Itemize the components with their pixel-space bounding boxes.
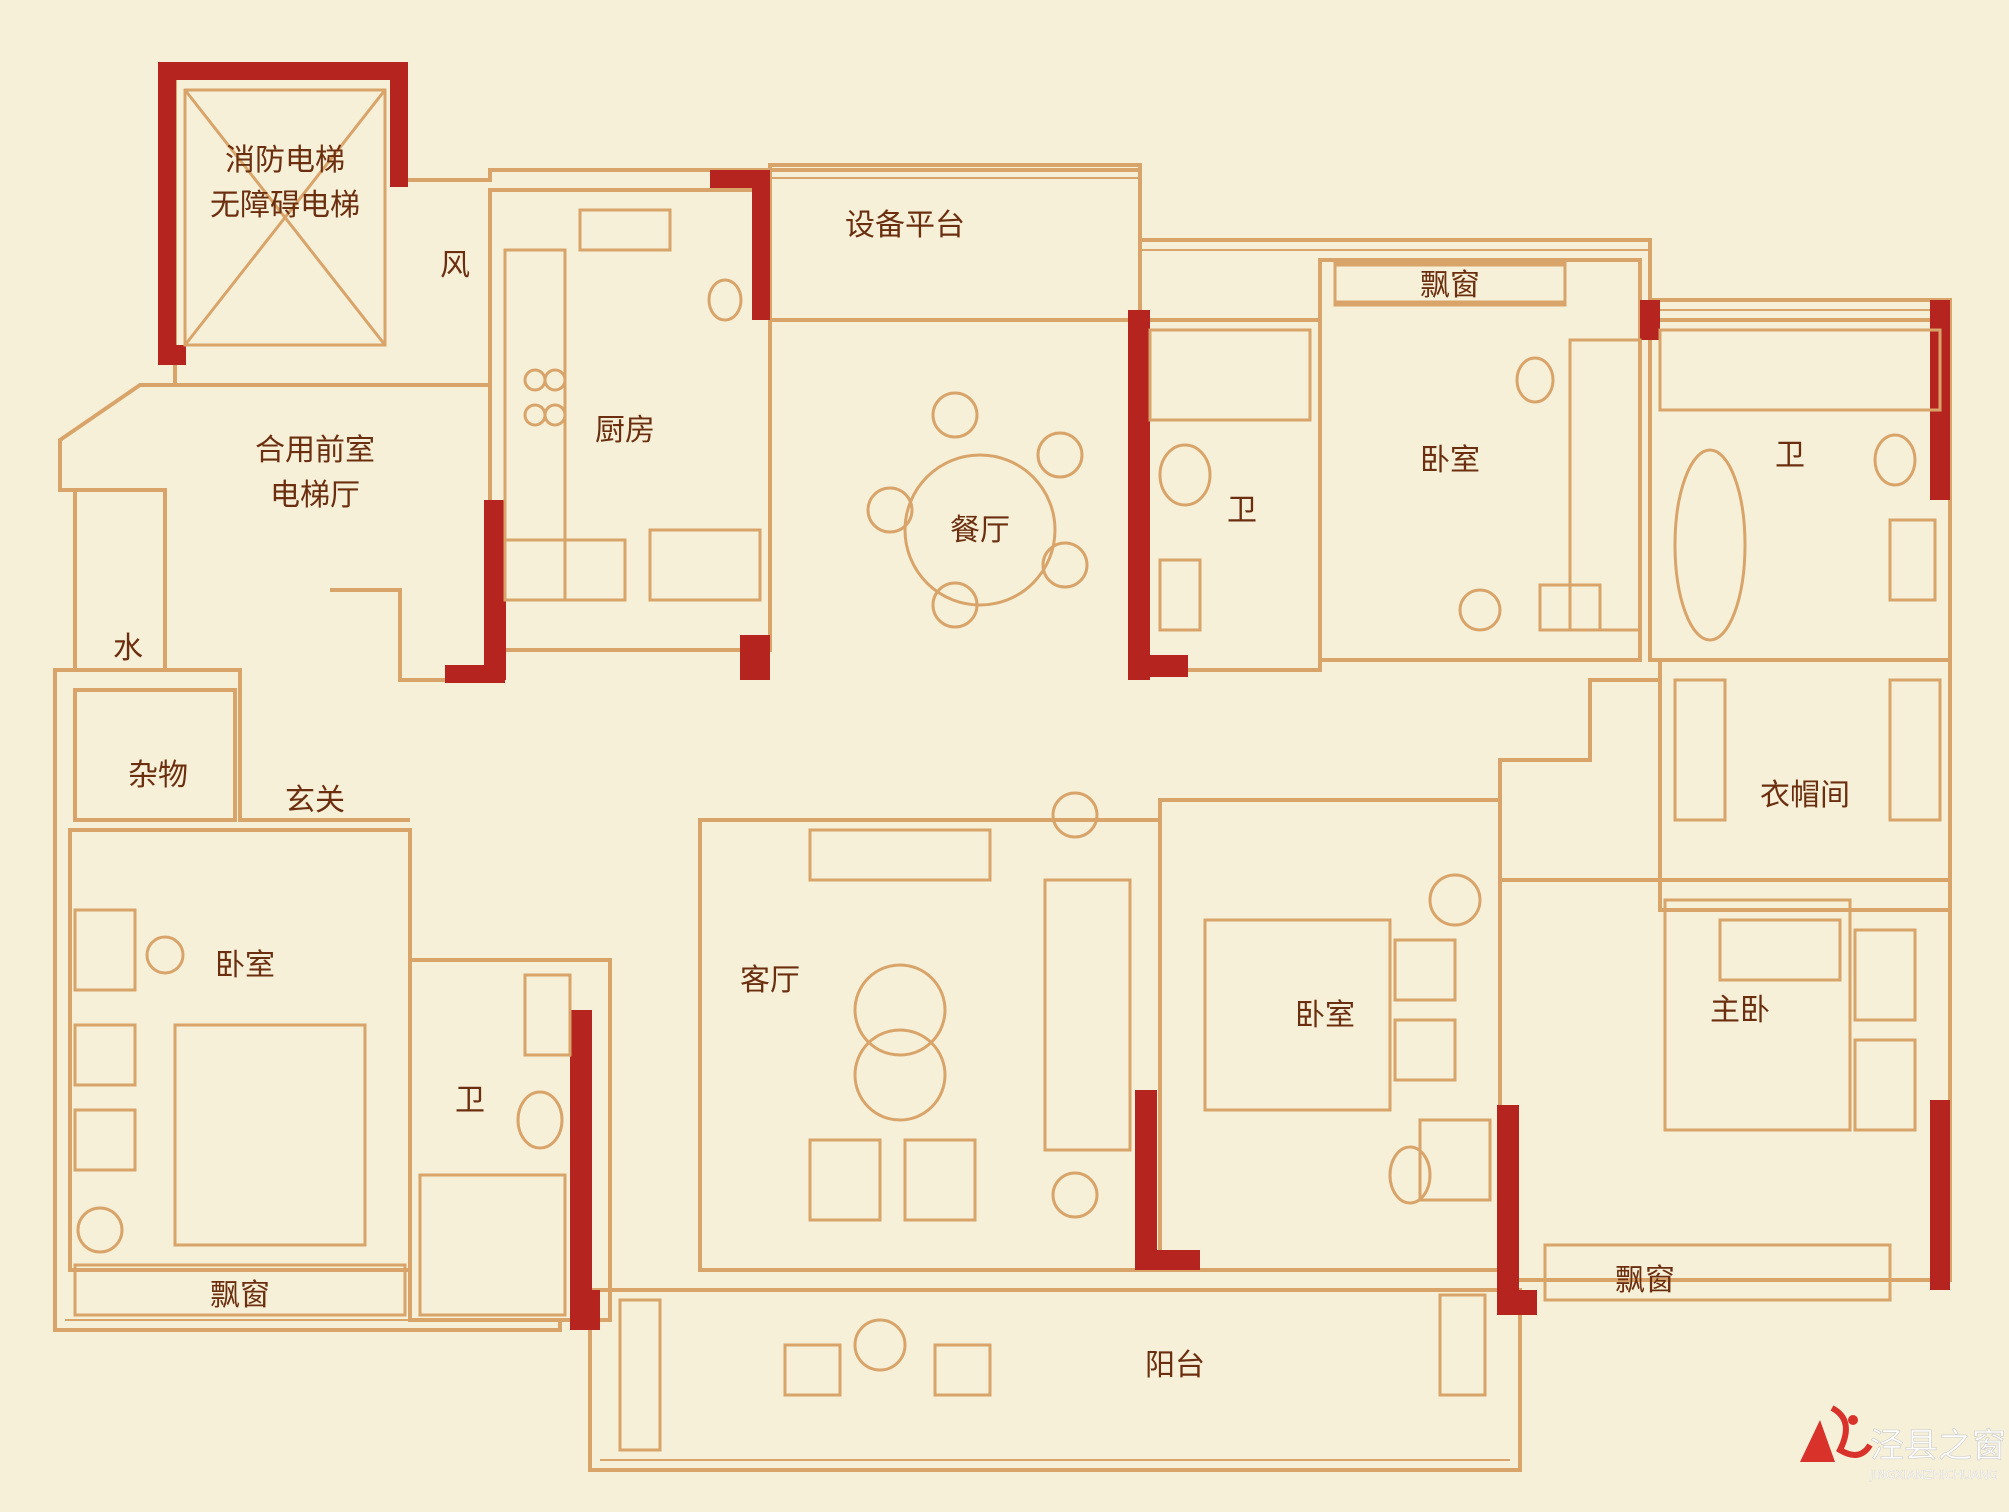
label-bedroom-left: 卧室 [215,948,275,983]
window-lines [65,177,1940,1461]
label-bay-window-left: 飘窗 [210,1278,270,1313]
bay-window-right-box [1543,1243,1892,1302]
bedroom-top-furniture [1333,263,1642,632]
label-shared-lobby: 合用前室 [255,433,375,468]
label-cloakroom: 衣帽间 [1760,778,1850,813]
stylized-window-logo-icon [1800,1405,1873,1462]
label-bath-center: 卫 [1227,493,1257,528]
label-bay-window-right: 飘窗 [1615,1263,1675,1298]
balcony-chairs [618,1293,1487,1452]
living-furniture [808,791,1132,1222]
watermark: 泾县之窗 JINGXIANZHICHUANG [1800,1405,2006,1482]
bay-window-top-box [1333,260,1567,304]
label-equipment-platform: 设备平台 [845,208,965,243]
watermark-pinyin: JINGXIANZHICHUANG [1869,1468,1998,1482]
label-wind-shaft: 风 [440,248,470,283]
label-elevator-hall: 电梯厅 [270,478,360,513]
label-accessible-elevator: 无障碍电梯 [210,188,360,223]
label-bay-window-top: 飘窗 [1420,268,1480,303]
label-bath-right: 卫 [1775,438,1805,473]
label-bath-left: 卫 [455,1083,485,1118]
elevator-x [183,88,387,347]
bay-window-left-box [73,1263,407,1317]
label-entrance: 玄关 [285,783,345,818]
room-labels: 消防电梯 无障碍电梯 风 厨房 设备平台 合用前室 电梯厅 餐厅 卫 飘窗 卧室… [113,143,1850,1383]
label-bedroom-top: 卧室 [1420,443,1480,478]
watermark-name: 泾县之窗 [1870,1426,2006,1466]
label-kitchen: 厨房 [595,413,655,448]
middle-bed [1203,873,1492,1205]
label-water: 水 [113,631,143,666]
label-fire-elevator: 消防电梯 [225,143,345,178]
label-storage: 杂物 [128,758,188,793]
cloakroom-hangers [1673,678,1942,822]
label-master-bedroom: 主卧 [1710,993,1770,1028]
label-bedroom-middle: 卧室 [1295,998,1355,1033]
kitchen-counters [503,208,762,602]
label-living: 客厅 [740,963,800,998]
master-bed [1663,898,1917,1132]
furniture [73,88,1942,1452]
label-balcony: 阳台 [1145,1348,1205,1383]
wall-outlines [53,68,1952,1472]
bath-right-fixtures [1658,328,1942,642]
structural-walls [158,62,1950,1330]
bath-left-fixtures [418,973,572,1317]
left-bed [73,908,367,1254]
label-dining: 餐厅 [950,513,1010,548]
bath-center-fixtures [1148,328,1312,632]
dining-table [866,391,1089,629]
